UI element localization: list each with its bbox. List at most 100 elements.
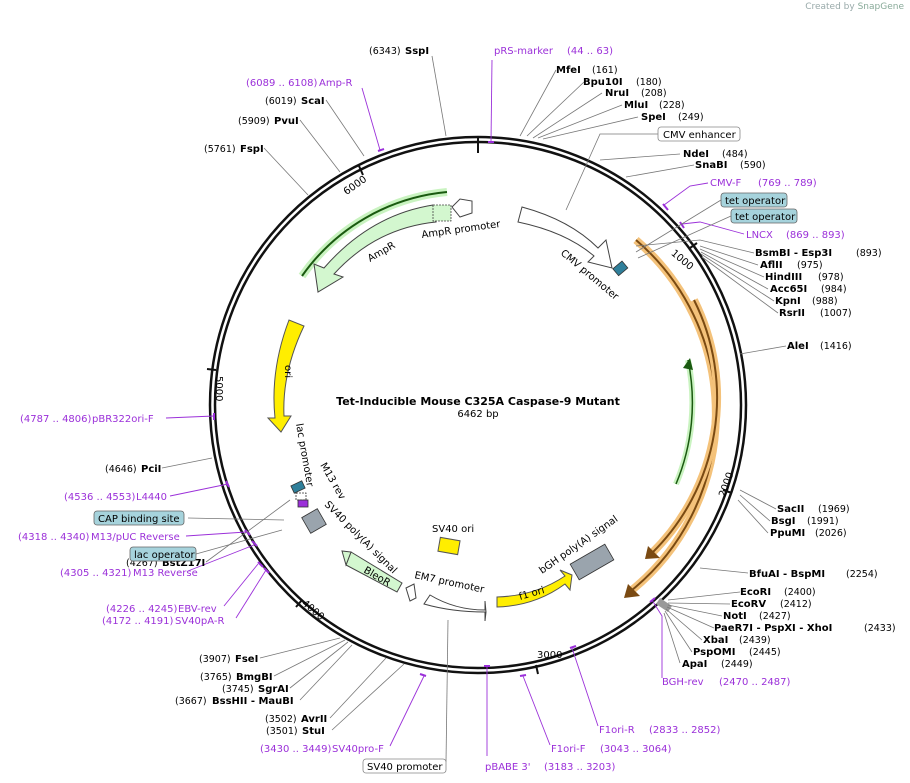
enzyme-pos-stui: (3501) [266,726,298,737]
sv40-promoter-box [362,758,447,774]
primer-range-l4440: (4536 .. 4553) [64,492,136,503]
primer-range-bgh-rev: (2470 .. 2487) [719,677,791,688]
sv40-ori-block [437,536,461,556]
primer-mark-ebv [257,561,264,568]
label-cap-binding-site: CAP binding site [98,514,180,525]
enzyme-snabi: SnaBI [695,160,727,171]
enzyme-leader-lines [161,55,787,763]
primer-f1ori-f: F1ori-F [551,744,586,755]
enzyme-stui: StuI [302,726,325,737]
snapgene-logo-text: SnapGene [857,2,904,12]
enzyme-pos-ppumi: (2026) [815,528,847,539]
enzyme-bpu10i: Bpu10I [583,77,623,88]
tick-3000 [535,664,539,675]
enzyme-pos-sspi: (6343) [369,46,401,57]
enzyme-bstz17i: BstZ17I [162,558,205,569]
primer-mark-sv40pro [419,673,427,677]
enzyme-sspi: SspI [405,46,429,57]
primer-prs-marker: pRS-marker [494,46,554,57]
enzyme-pos-snabi: (590) [740,160,766,171]
enzyme-pos-bsmbi: (893) [856,248,882,259]
cap-site-block [290,480,306,494]
label-m13-rev: M13 rev [317,461,347,502]
enzyme-pos-mlui: (228) [659,100,685,111]
enzyme-pos-mfei: (161) [592,65,618,76]
m13-rev-block [297,499,309,508]
enzyme-pos-fsei: (3907) [199,654,231,665]
primer-ebv-rev: EBV-rev [178,604,217,615]
primer-cmv-f: CMV-F [710,178,741,189]
primer-range-ebv-rev: (4226 .. 4245) [106,604,178,615]
enzyme-kpni: KpnI [775,296,801,307]
primer-range-m13-reverse: (4305 .. 4321) [60,568,132,579]
primer-pbr322ori-f: pBR322ori-F [92,414,154,425]
primer-mark-f1orir [569,645,577,649]
primer-range-f1ori-r: (2833 .. 2852) [649,725,721,736]
insert-arc [631,239,717,591]
enzyme-noti: NotI [723,611,747,622]
label-lac-promoter: lac promoter [293,423,315,489]
ampr-outer-arc [301,191,448,277]
f1-ori-arrow [496,569,573,608]
label-lac-operator: lac operator [134,550,195,561]
tick-label-3000: 3000 [537,650,562,661]
mcs-region [656,598,672,612]
enzyme-pos-apai: (2449) [721,659,753,670]
enzyme-pos-fspi: (5761) [204,144,236,155]
primer-mark-f1orif [519,674,527,677]
primer-lncx: LNCX [746,230,773,241]
inner-green-arrowhead [683,358,693,370]
label-tet-operator-2: tet operator [735,212,796,223]
primer-pbabe-3: pBABE 3' [485,762,531,773]
tick-label-4000: 4000 [299,598,326,623]
primer-range-prs-marker: (44 .. 63) [567,46,613,57]
enzyme-bsshii: BssHII - MauBI [212,696,294,707]
enzyme-hindiii: HindIII [765,272,802,283]
enzyme-bfuai: BfuAI - BspMI [749,569,825,580]
enzyme-nrui: NruI [605,88,629,99]
primer-l4440: L4440 [136,492,167,503]
ampr-promoter-arrow [451,198,473,218]
tick-1000 [689,242,698,249]
enzyme-pos-xbai: (2439) [739,635,771,646]
label-em7-promoter: EM7 promoter [413,570,485,596]
inner-orange-arrowhead [645,546,660,559]
enzyme-pos-aflii: (975) [797,260,823,271]
enzyme-pspomi: PspOMI [693,647,735,658]
backbone-outer [208,135,748,675]
enzyme-pos-sgrai: (3745) [222,684,254,695]
cmv-enhancer-box [657,126,741,142]
ampr-arrow [313,204,437,293]
em7-promoter-arrow [423,594,487,622]
primer-range-lncx: (869 .. 893) [786,230,845,241]
enzyme-pos-sacii: (1969) [818,504,850,515]
label-sv40-ori: SV40 ori [432,524,474,535]
enzyme-alei: AleI [787,341,809,352]
enzyme-sacii: SacII [777,504,804,515]
enzyme-pos-nrui: (208) [641,88,667,99]
primer-labels: pRS-marker (44 .. 63) (6089 .. 6108) Amp… [18,46,845,773]
primer-mark-ampr [377,148,385,152]
inner-green-highlight [673,359,696,486]
primer-m13-puc-reverse: M13/pUC Reverse [91,532,180,543]
ori-arrow [266,319,305,433]
primer-marks [213,141,685,677]
enzyme-pos-pvui: (5909) [238,116,270,127]
enzyme-xbai: XbaI [703,635,728,646]
label-tet-operator-1: tet operator [725,196,786,207]
enzyme-acc65i: Acc65I [770,284,807,295]
label-sv40-promoter: SV40 promoter [367,762,443,773]
enzyme-mlui: MluI [624,100,648,111]
enzyme-sgrai: SgrAI [258,684,289,695]
plasmid-length: 6462 bp [457,409,498,420]
tick-5000 [206,368,217,371]
snapgene-credit: Created by SnapGene [805,2,904,12]
primer-range-f1ori-f: (3043 .. 3064) [600,744,672,755]
enzyme-ecori: EcoRI [740,587,771,598]
primer-mark-m13rev [251,540,258,547]
enzyme-rsrii: RsrII [779,308,805,319]
enzyme-ppumi: PpuMI [770,528,805,539]
insert-arrowhead [624,584,640,598]
enzyme-scai: ScaI [301,96,325,107]
label-ori: ori [282,365,293,378]
